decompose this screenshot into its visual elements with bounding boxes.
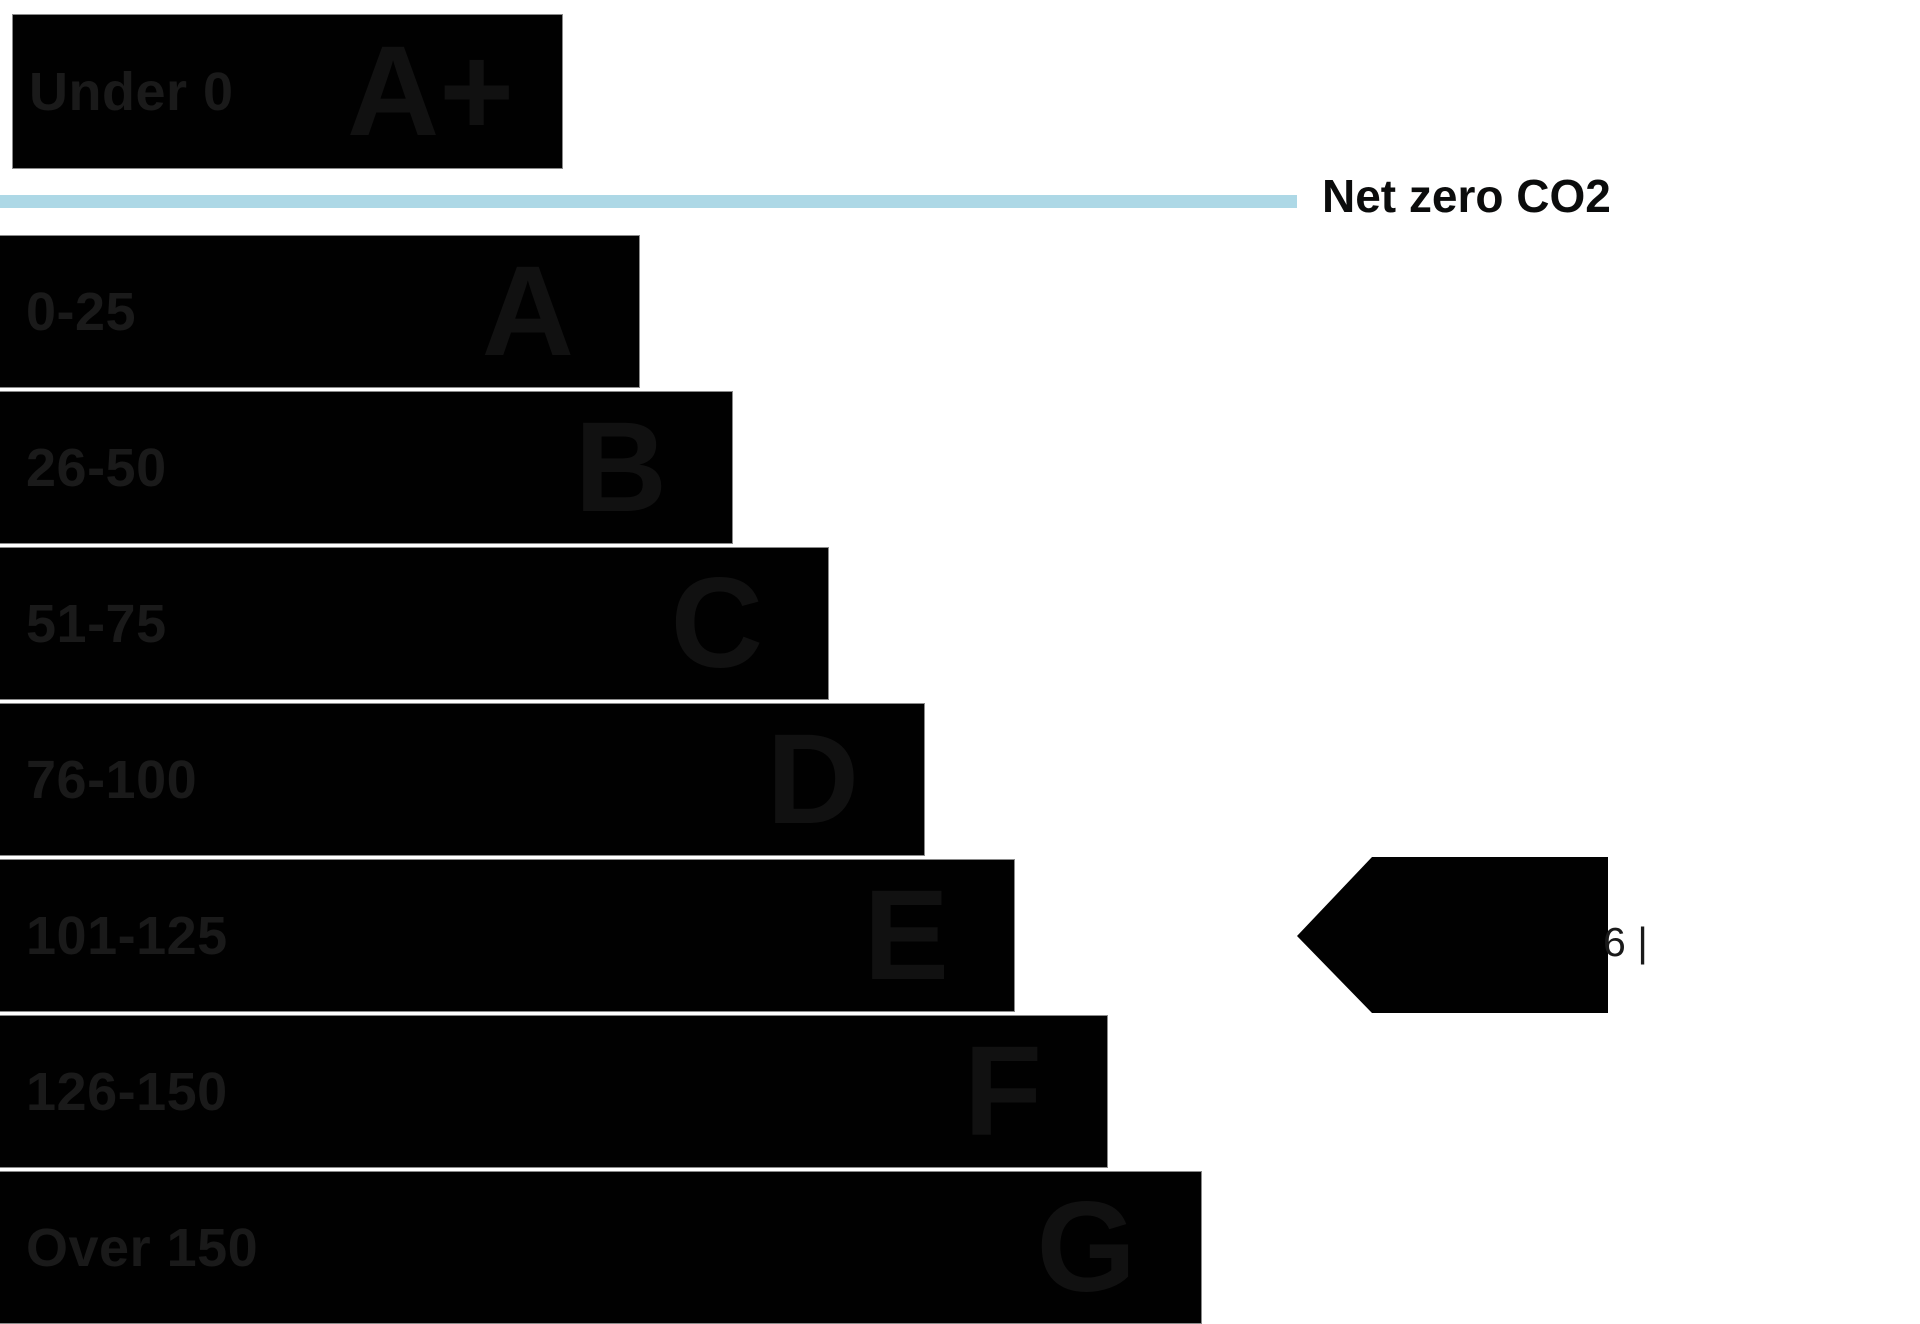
band-range-label: 76-100 bbox=[26, 749, 198, 810]
band-letter-label: C bbox=[670, 551, 763, 695]
band-row-f: 126-150 F bbox=[0, 1015, 1108, 1168]
rating-marker-overflow-text: 6 | bbox=[1603, 919, 1648, 965]
band-range-label: 0-25 bbox=[26, 281, 137, 342]
band-row-b: 26-50 B bbox=[0, 391, 733, 544]
band-letter-label: D bbox=[766, 707, 859, 851]
rating-marker-arrow bbox=[1297, 857, 1608, 1013]
co2-rating-chart: Under 0 A+ 0-25 A 26-50 B 51-75 C 76-100… bbox=[0, 14, 1648, 1324]
band-letter-label: E bbox=[863, 863, 949, 1007]
band-range-label: 126-150 bbox=[26, 1061, 228, 1122]
net-zero-label: Net zero CO2 bbox=[1322, 170, 1611, 222]
net-zero-line bbox=[0, 195, 1297, 208]
band-range-label: 26-50 bbox=[26, 437, 167, 498]
band-range-label: 51-75 bbox=[26, 593, 167, 654]
band-letter-label: G bbox=[1036, 1175, 1136, 1319]
band-letter-label: F bbox=[963, 1019, 1042, 1163]
band-row-d: 76-100 D bbox=[0, 703, 925, 856]
band-row-a: 0-25 A bbox=[0, 235, 640, 388]
band-letter-label: A bbox=[481, 239, 574, 383]
band-range-label: Over 150 bbox=[26, 1217, 259, 1278]
band-letter-label: B bbox=[574, 395, 667, 539]
band-row-c: 51-75 C bbox=[0, 547, 829, 700]
rating-marker-arrow-shape bbox=[1297, 857, 1608, 1013]
band-row-g: Over 150 G bbox=[0, 1171, 1202, 1324]
band-row-e: 101-125 E bbox=[0, 859, 1015, 1012]
band-range-label: 101-125 bbox=[26, 905, 228, 966]
band-letter-label: A+ bbox=[346, 19, 514, 163]
band-row-a-plus: Under 0 A+ bbox=[12, 14, 563, 169]
band-range-label: Under 0 bbox=[29, 61, 234, 122]
